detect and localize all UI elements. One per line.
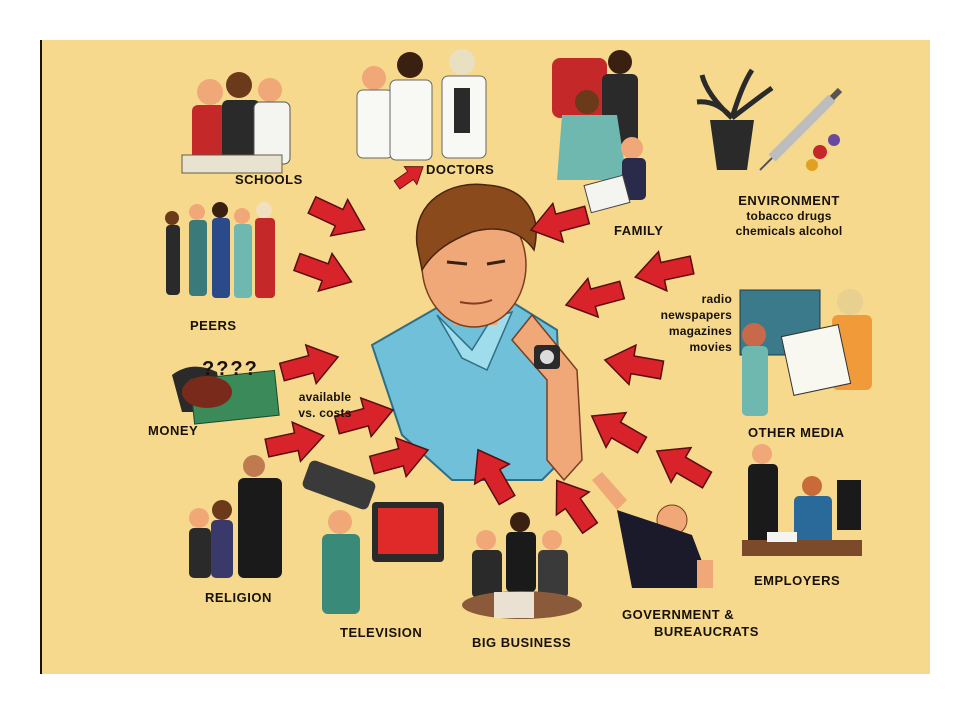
arrow-peers [289,242,360,302]
influences-poster: SCHOOLS DOCTORS FAMILY ENVIRONMENT tobac… [40,40,930,674]
label-media-magazines: magazines [668,324,732,338]
arrow-other-media [581,397,653,464]
label-government-2: BUREAUCRATS [654,624,759,639]
plant-icon [696,68,774,120]
environment-illustration [696,68,843,171]
arrow-environment [630,244,697,298]
peers-illustration [165,202,275,298]
figure-collar [436,310,514,372]
family-illustration [552,50,646,214]
label-government-1: GOVERNMENT & [622,607,735,622]
arrow-other-media-2 [646,432,718,499]
label-money-note-1: available [298,390,352,404]
figure-arm [511,313,583,482]
label-peers: PEERS [190,318,237,333]
label-family: FAMILY [614,223,664,238]
camera-icon [302,460,376,510]
schools-illustration [181,72,291,174]
figure-eye-left [446,260,468,266]
figure-eye-right [486,259,506,266]
label-big-business: BIG BUSINESS [472,635,572,650]
figure-hair [415,183,537,273]
label-media-radio: radio [701,292,732,306]
question-marks: ???? [202,358,259,380]
label-money-note-2: vs. costs [298,406,352,420]
religion-illustration [189,455,282,578]
label-television: TELEVISION [340,625,423,640]
label-environment: ENVIRONMENT [738,193,840,208]
doctors-illustration [356,49,487,161]
label-schools: SCHOOLS [235,172,303,187]
arrow-money [276,336,344,393]
label-doctors: DOCTORS [426,162,495,177]
label-employers: EMPLOYERS [754,573,841,588]
employers-illustration [742,444,862,556]
arrow-schools [302,186,374,249]
other-media-illustration [739,289,872,416]
television-illustration [302,460,444,614]
figure-mouth [459,299,493,305]
label-environment-detail-2: chemicals alcohol [735,224,843,238]
big-business-illustration [462,512,582,619]
label-media-movies: movies [689,340,732,354]
label-money: MONEY [148,423,199,438]
government-illustration [592,472,713,588]
label-environment-detail-1: tobacco drugs [746,209,832,223]
central-figure [370,183,583,482]
syringe-icon [768,94,836,162]
label-religion: RELIGION [205,590,272,605]
label-media-newspapers: newspapers [660,308,732,322]
arrow-religion [262,415,329,469]
arrow-media [560,269,628,326]
arrow-doctors [390,157,430,195]
money-illustration [172,366,280,425]
label-other-media: OTHER MEDIA [748,425,845,440]
illustration [165,49,872,619]
